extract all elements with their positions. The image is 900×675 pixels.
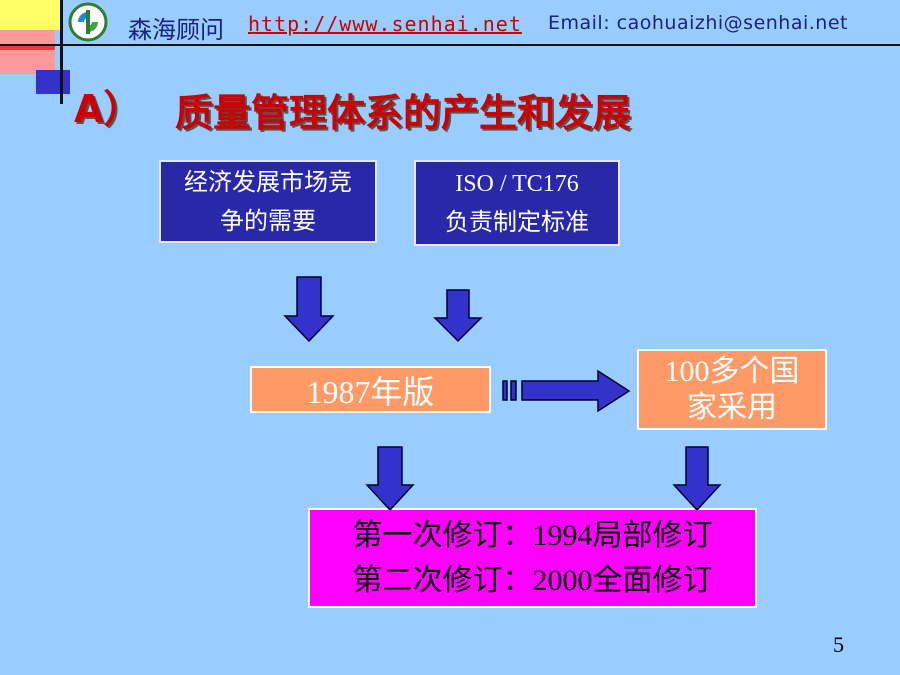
right-arrow-stripe-2 bbox=[510, 380, 517, 401]
down-arrow-version-icon bbox=[365, 446, 415, 512]
page-number: 5 bbox=[833, 632, 844, 657]
down-arrow-iso-icon bbox=[433, 289, 483, 343]
version-1987-label: 1987年版 bbox=[306, 373, 435, 410]
corner-block-blue bbox=[36, 70, 70, 94]
brand-name: 森海顾问 bbox=[128, 16, 224, 44]
down-arrow-adopted-icon bbox=[672, 446, 722, 512]
market-demand-line2: 争的需要 bbox=[220, 206, 316, 235]
right-arrow-stripe-1 bbox=[502, 380, 508, 401]
slide-title: 质量管理体系的产生和发展 bbox=[175, 91, 632, 135]
adopted-countries-box: 100多个国 家采用 bbox=[637, 349, 827, 430]
revisions-box: 第一次修订：1994局部修订 第二次修订：2000全面修订 bbox=[308, 508, 757, 608]
corner-stripe-red bbox=[0, 44, 55, 50]
adopted-countries-line1: 100多个国 bbox=[664, 354, 800, 388]
senhai-logo-icon bbox=[68, 2, 108, 42]
version-1987-box: 1987年版 bbox=[250, 366, 491, 413]
iso-tc176-box: ISO / TC176 负责制定标准 bbox=[414, 160, 620, 246]
revision-second: 第二次修订：2000全面修订 bbox=[352, 564, 713, 597]
adopted-countries-line2: 家采用 bbox=[687, 390, 777, 424]
market-demand-box: 经济发展市场竞 争的需要 bbox=[159, 160, 377, 243]
iso-tc176-line2: 负责制定标准 bbox=[445, 208, 589, 236]
vertical-rule bbox=[60, 0, 63, 104]
market-demand-line1: 经济发展市场竞 bbox=[184, 168, 352, 197]
email-address: Email: caohuaizhi@senhai.net bbox=[548, 12, 848, 34]
down-arrow-market-icon bbox=[283, 276, 335, 343]
revision-first: 第一次修订：1994局部修订 bbox=[352, 519, 713, 552]
corner-block-yellow bbox=[0, 0, 62, 30]
iso-tc176-line1: ISO / TC176 bbox=[455, 170, 579, 197]
website-link[interactable]: http://www.senhai.net bbox=[248, 12, 522, 36]
right-arrow-icon bbox=[521, 369, 631, 413]
header-rule bbox=[0, 44, 900, 46]
section-label: A） bbox=[74, 87, 142, 131]
corner-block-pink bbox=[0, 30, 55, 74]
